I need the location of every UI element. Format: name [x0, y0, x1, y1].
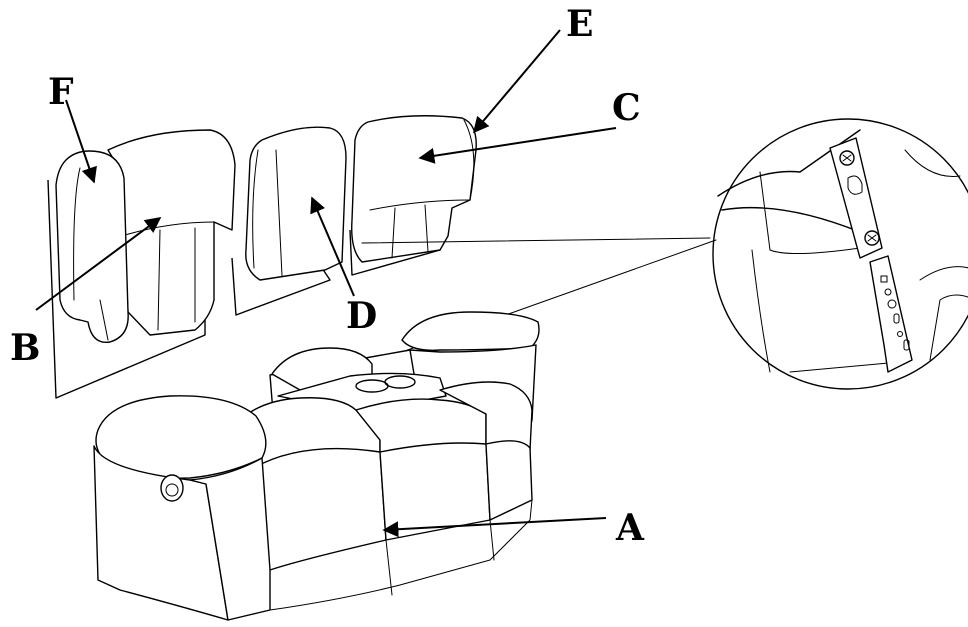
- label-F: F: [48, 71, 74, 113]
- arrow-E: [472, 29, 561, 134]
- callout-labels: A B C D E F: [10, 3, 645, 549]
- arrow-D: [310, 196, 355, 297]
- label-B: B: [10, 327, 40, 369]
- arrow-B: [35, 217, 162, 311]
- arrow-F: [65, 99, 97, 184]
- label-A: A: [615, 507, 645, 549]
- arrow-A: [382, 517, 607, 538]
- bracket-detail-circle: [712, 118, 968, 390]
- label-E: E: [566, 3, 593, 45]
- label-C: C: [612, 87, 641, 129]
- backrest-right: [349, 115, 477, 276]
- backrest-middle: [231, 126, 347, 316]
- callout-arrows: [35, 29, 617, 538]
- backrest-left: [47, 129, 236, 399]
- sofa-body: [93, 311, 540, 621]
- label-D: D: [346, 295, 377, 337]
- arrow-C: [418, 127, 617, 164]
- detail-leader-upper: [361, 237, 711, 244]
